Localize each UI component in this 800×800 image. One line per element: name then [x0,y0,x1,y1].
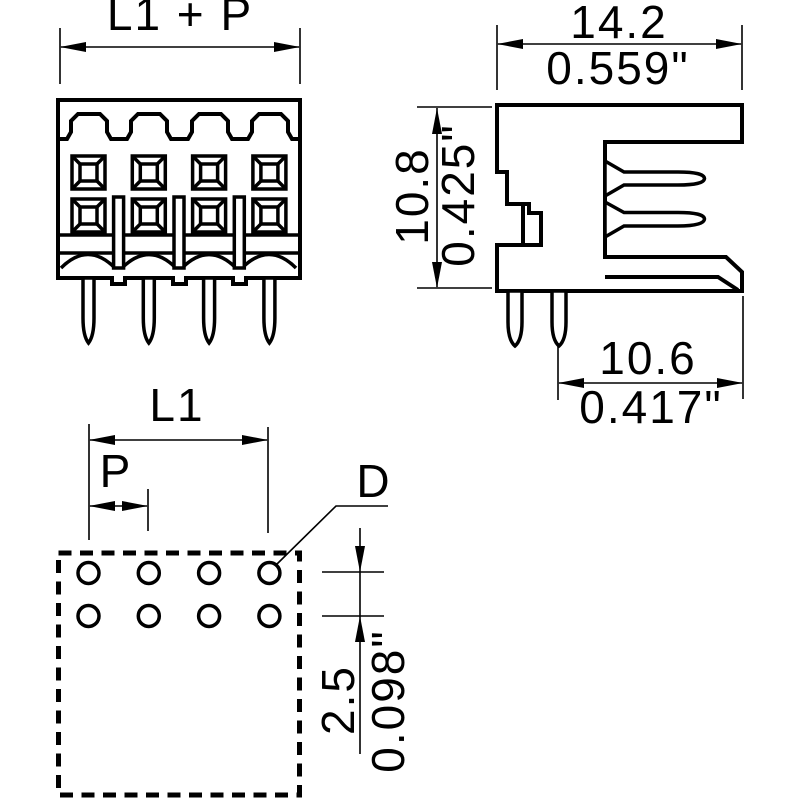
pad-hole [257,560,282,586]
dimension-p: P [89,445,149,531]
front-arc-2 [120,252,178,270]
dim-label-l1: L1 [149,379,204,431]
front-divider-bar [172,195,186,270]
side-body-outline [495,103,744,293]
footprint-outline [56,550,302,798]
front-divider-bar [111,195,126,270]
dim-label-row-pitch-mm: 2.5 [312,665,364,735]
pad-hole [136,603,162,629]
arrowhead [89,435,115,445]
side-contact-pin-lower [603,199,707,241]
pad-hole [76,603,101,629]
contact-square [190,154,228,191]
contact-square [130,197,168,234]
pad-hole [257,603,282,629]
callout-hole-diameter: D [276,455,391,565]
contact-square [70,197,107,234]
front-view [56,98,302,345]
pad-hole [196,603,222,629]
solder-pin [506,289,524,348]
dim-label-d: D [356,455,391,507]
dimension-row-pitch: 2.5 0.098" [312,528,414,773]
pad-hole [136,560,162,586]
dim-label-pin-offset-mm: 10.6 [599,332,697,384]
contact-square [190,197,228,234]
leader-line [276,505,388,565]
side-view [495,103,744,348]
arrowhead [60,42,86,52]
dim-label-p: P [100,445,133,497]
front-divider-bar [232,195,247,270]
dim-label-row-pitch-in: 0.098" [362,629,414,772]
side-flange-bottom-edge [605,275,740,292]
dimension-pin-offset: 10.6 0.417" [557,296,744,433]
arrowhead [716,39,742,49]
dimension-l1: L1 [88,379,269,540]
front-castellation-profile [58,112,300,141]
dim-label-depth-in: 0.559" [546,42,689,94]
dim-label-height-in: 0.425" [432,123,484,266]
arrowhead [274,42,300,52]
arrowhead [355,546,365,572]
solder-pin [262,276,277,345]
arrowhead [122,501,148,511]
solder-pin [550,289,568,348]
side-contact-pin-upper [603,157,707,200]
dim-label-l1p: L1 + P [107,0,253,40]
solder-pin [141,276,157,345]
contact-square [130,154,168,191]
pad-hole [76,560,101,586]
dimension-height: 10.8 0.425" [386,106,492,289]
dim-label-height-mm: 10.8 [386,147,438,245]
solder-pin [81,276,96,345]
front-arc-3 [180,252,238,270]
contact-square [70,154,107,191]
pad-hole [196,560,222,586]
footprint-view [56,550,302,798]
contact-square [251,154,288,191]
dim-label-pin-offset-in: 0.417" [579,381,722,433]
dim-label-depth-mm: 14.2 [570,0,668,48]
arrowhead [497,39,523,49]
contact-square [251,197,288,234]
dimension-depth: 14.2 0.559" [496,0,743,94]
dimension-l1-plus-p: L1 + P [59,0,301,84]
front-arc-1 [59,252,117,270]
solder-pin [201,276,217,345]
front-arc-4 [240,252,298,270]
arrowhead [242,435,268,445]
arrowhead [89,501,115,511]
